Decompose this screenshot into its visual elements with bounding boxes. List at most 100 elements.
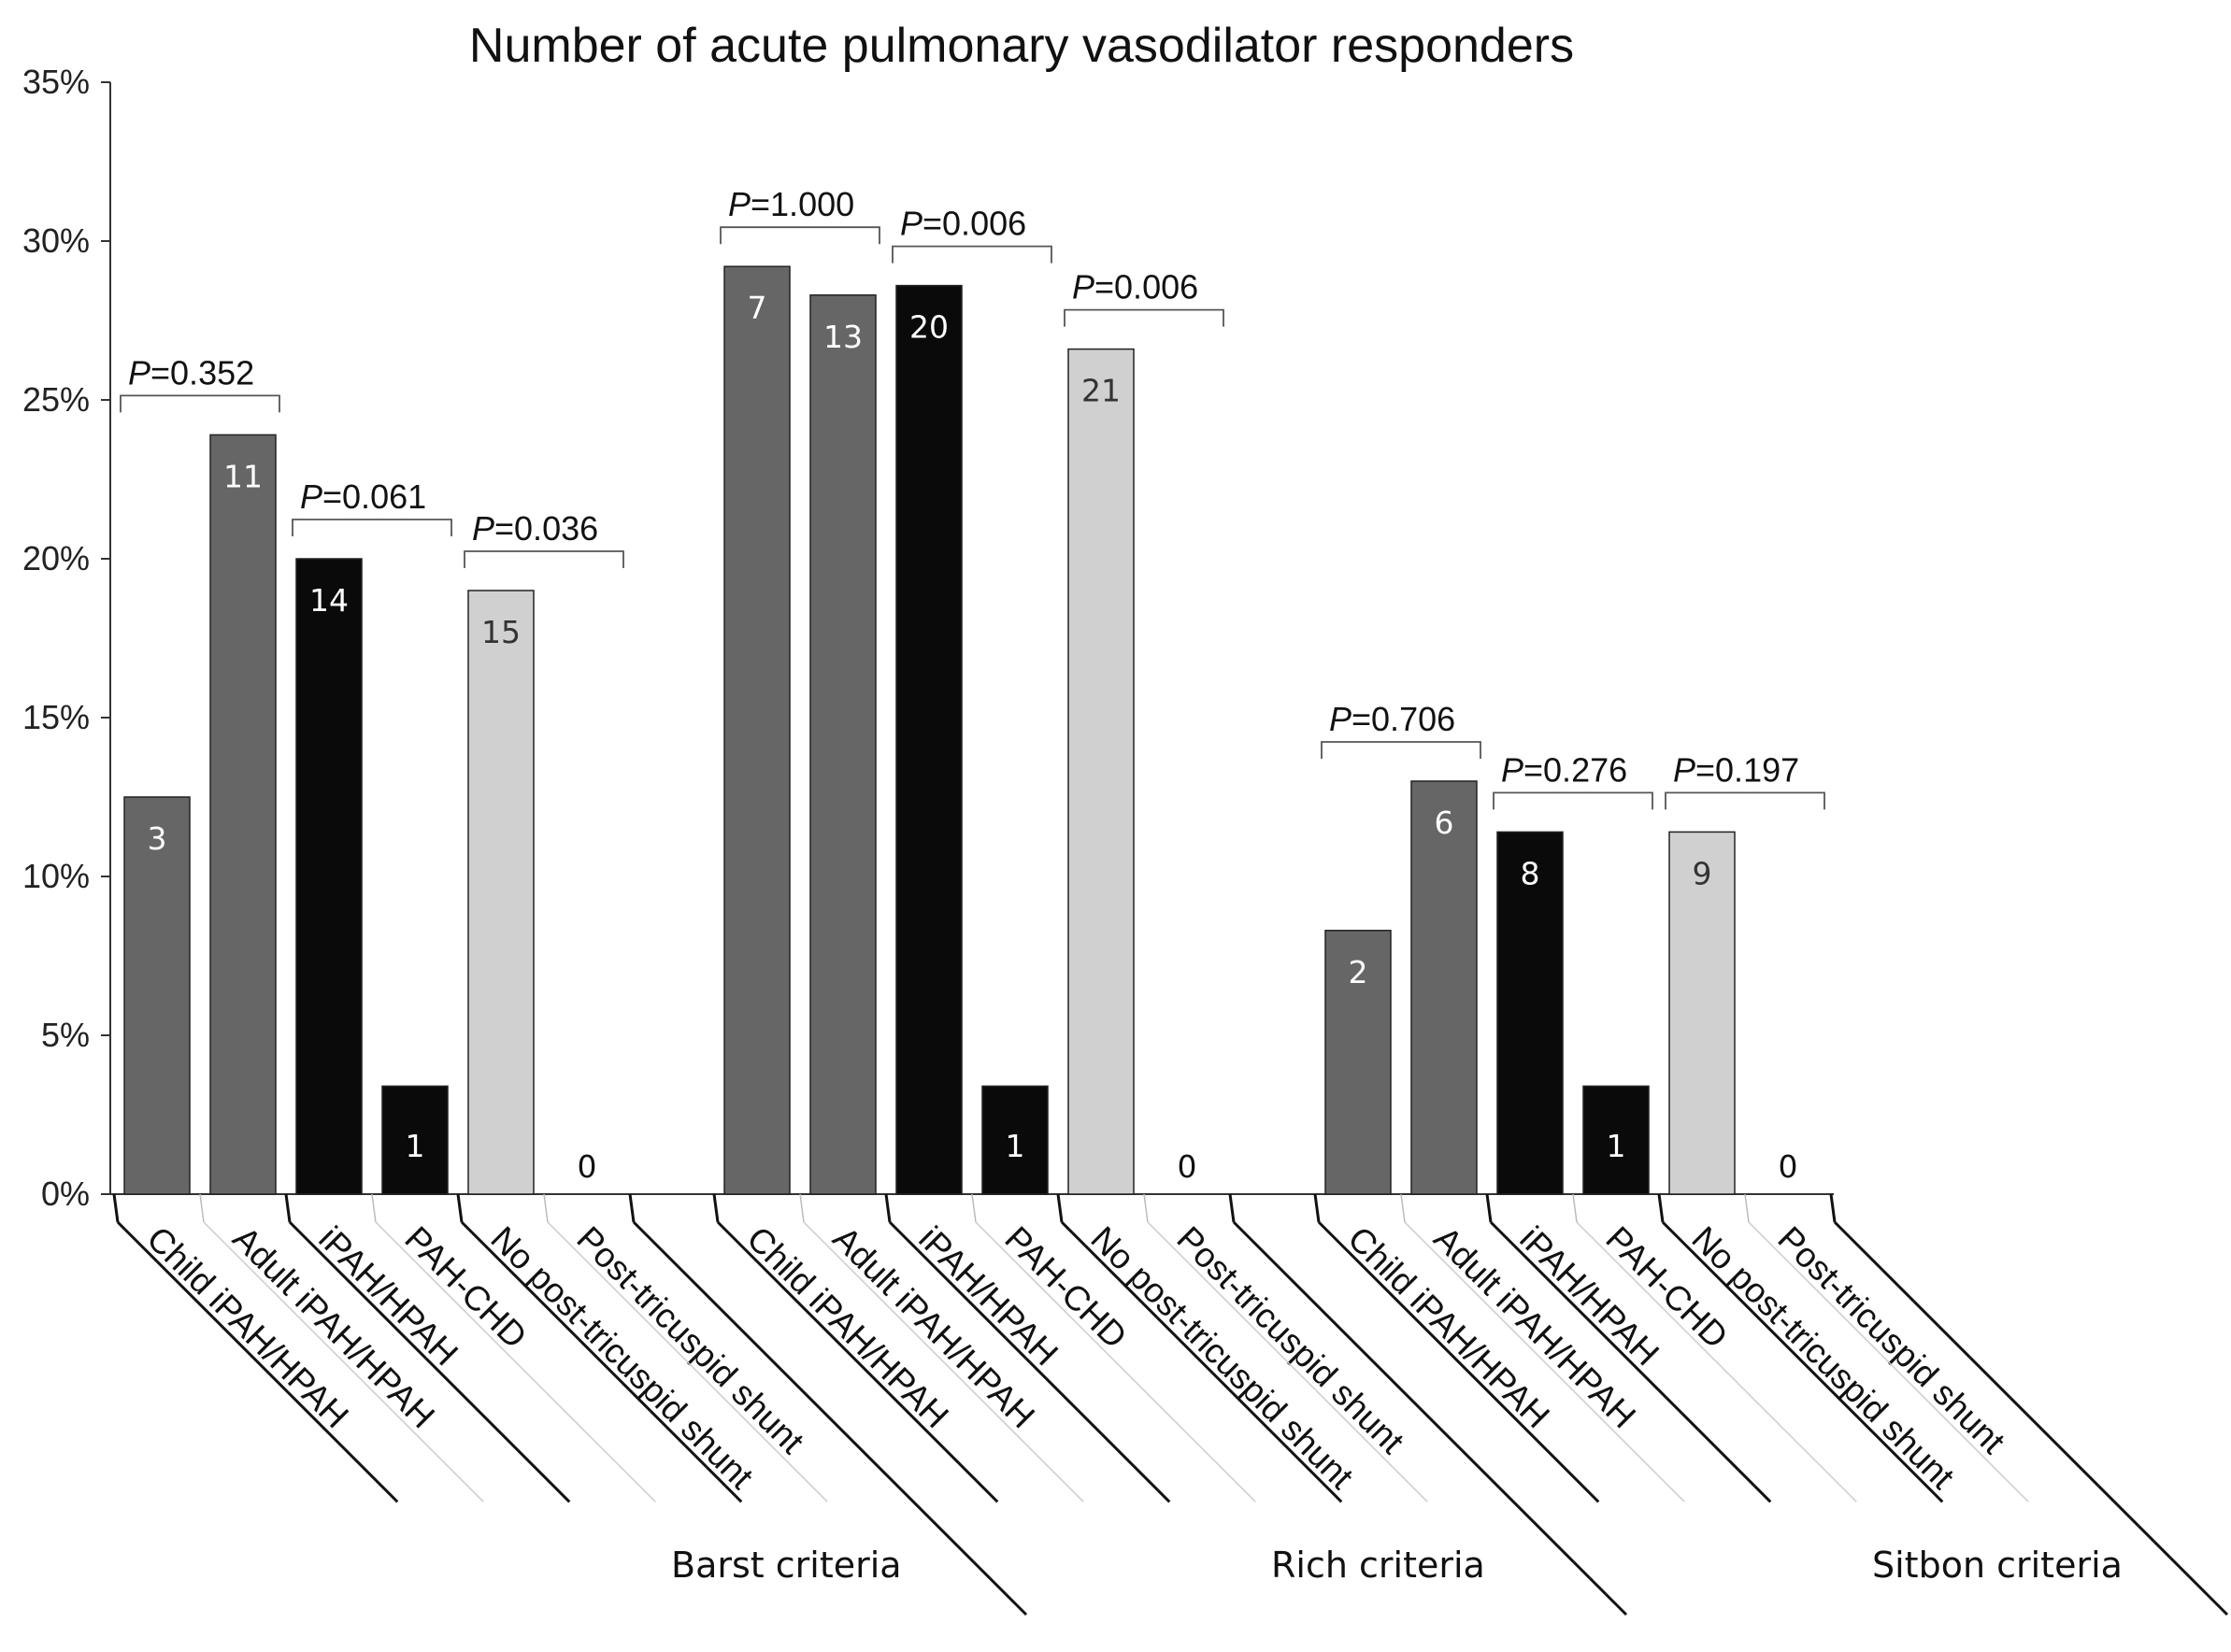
category-divider [543, 1193, 549, 1223]
p-value-number: =0.276 [1523, 750, 1627, 789]
group-divider-line [1232, 1220, 1628, 1616]
y-tick-label: 20% [22, 539, 90, 577]
category-underline [460, 1220, 743, 1503]
p-symbol: P [1072, 268, 1094, 306]
category-underline [1576, 1221, 1857, 1502]
p-value-label: P=0.006 [1072, 268, 1198, 306]
bar-count-label: 6 [1435, 805, 1454, 841]
bar-count-label: 1 [406, 1128, 425, 1164]
bar [895, 284, 963, 1195]
category-underline [1661, 1220, 1944, 1503]
bar [467, 590, 535, 1195]
category-underline [1147, 1221, 1428, 1502]
y-tick-label: 25% [22, 380, 90, 419]
p-value-bracket [720, 226, 880, 245]
bar-count-label: 3 [148, 820, 167, 857]
category-divider [1313, 1193, 1321, 1223]
p-value-number: =1.000 [751, 185, 854, 223]
p-symbol: P [1329, 700, 1351, 738]
bar-count-label: 0 [578, 1148, 597, 1185]
bar-count-label: 13 [823, 319, 863, 355]
bar-count-label: 1 [1607, 1128, 1626, 1164]
bar-count-label: 21 [1081, 373, 1121, 409]
p-value-label: P=1.000 [728, 185, 854, 223]
bar [1324, 930, 1392, 1195]
bar [123, 796, 191, 1195]
group-divider [1228, 1193, 1236, 1223]
bar [723, 265, 791, 1195]
category-divider [456, 1193, 464, 1223]
bar-count-label: 7 [748, 290, 767, 326]
bar [981, 1085, 1049, 1195]
category-underline [1317, 1220, 1600, 1503]
group-divider-line [632, 1220, 1028, 1616]
category-underline [888, 1220, 1171, 1503]
category-divider [799, 1193, 805, 1223]
p-value-label: P=0.706 [1329, 700, 1455, 738]
p-value-number: =0.352 [150, 353, 254, 392]
bar [1582, 1085, 1650, 1195]
category-divider [1485, 1193, 1493, 1223]
p-value-number: =0.006 [922, 205, 1026, 243]
p-symbol: P [300, 477, 322, 516]
group-label: Sitbon criteria [1872, 1545, 2123, 1586]
p-value-number: =0.061 [322, 477, 426, 516]
y-tick-label: 0% [41, 1175, 90, 1213]
category-underline [1489, 1220, 1772, 1503]
p-value-label: P=0.352 [128, 353, 254, 392]
category-divider [712, 1193, 720, 1223]
category-divider [884, 1193, 892, 1223]
p-value-bracket [1665, 791, 1825, 810]
p-value-bracket [1493, 791, 1653, 810]
group-divider-line [1833, 1220, 2229, 1616]
category-underline [975, 1221, 1256, 1502]
category-underline [1060, 1220, 1343, 1503]
bar [295, 558, 363, 1195]
p-value-bracket [1064, 308, 1224, 327]
bar-count-label: 0 [1178, 1148, 1197, 1185]
p-symbol: P [472, 509, 494, 548]
p-symbol: P [1673, 750, 1695, 789]
p-symbol: P [900, 205, 922, 243]
p-value-number: =0.006 [1094, 268, 1198, 306]
bar-count-label: 20 [909, 309, 949, 346]
p-value-label: P=0.061 [300, 477, 426, 516]
p-value-number: =0.036 [494, 509, 598, 548]
bar [1668, 831, 1736, 1195]
category-underline [716, 1220, 999, 1503]
bar-count-label: 14 [309, 582, 349, 619]
category-divider [112, 1193, 120, 1223]
category-divider [971, 1193, 977, 1223]
category-divider [1400, 1193, 1406, 1223]
bar [1496, 831, 1564, 1195]
bar-count-label: 9 [1693, 855, 1712, 891]
p-value-number: =0.706 [1351, 700, 1455, 738]
bar [1067, 348, 1135, 1195]
p-symbol: P [128, 353, 150, 392]
category-divider [1572, 1193, 1578, 1223]
y-tick-label: 15% [22, 698, 90, 736]
p-value-number: =0.197 [1695, 750, 1799, 789]
p-value-label: P=0.276 [1501, 750, 1627, 789]
y-tick-label: 10% [22, 857, 90, 895]
category-divider [1657, 1193, 1665, 1223]
category-underline [288, 1220, 571, 1503]
group-divider [628, 1193, 636, 1223]
category-underline [203, 1221, 484, 1502]
p-value-label: P=0.197 [1673, 750, 1799, 789]
bar-count-label: 15 [481, 614, 521, 650]
p-value-bracket [464, 550, 624, 568]
p-value-bracket [292, 519, 452, 536]
category-underline [547, 1221, 828, 1502]
bar-count-label: 1 [1006, 1128, 1025, 1164]
bar [1410, 780, 1478, 1195]
p-symbol: P [728, 185, 751, 223]
y-tick-label: 5% [41, 1016, 90, 1054]
category-underline [1404, 1221, 1685, 1502]
p-value-label: P=0.036 [472, 509, 598, 548]
y-tick-label: 35% [22, 63, 90, 101]
bar-count-label: 0 [1779, 1148, 1798, 1185]
chart-title: Number of acute pulmonary vasodilator re… [469, 19, 1574, 73]
